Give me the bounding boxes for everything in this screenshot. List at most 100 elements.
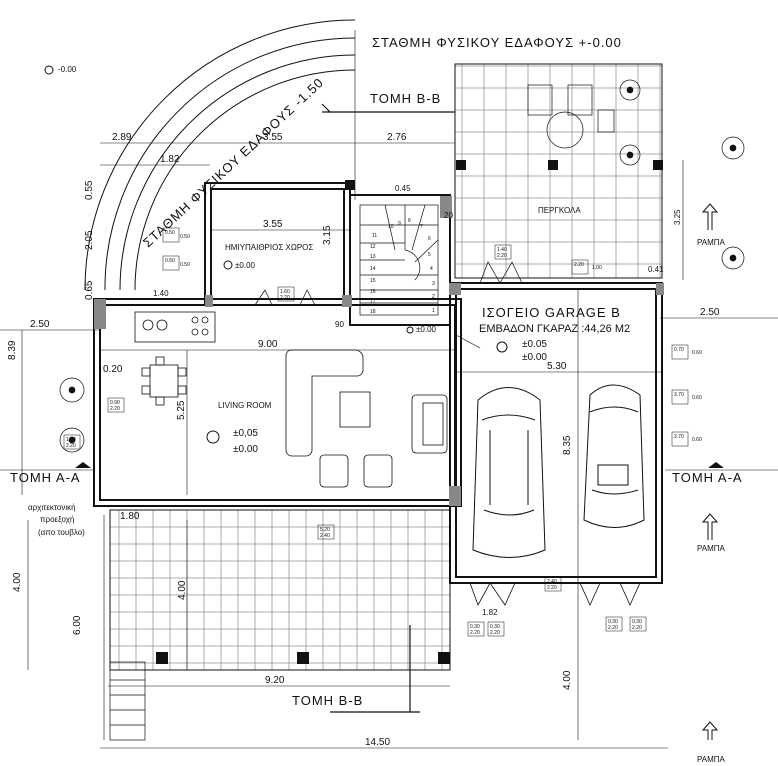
ground-arcs — [84, 19, 356, 291]
dining-table — [141, 356, 187, 406]
dim-text: 1.80 — [120, 511, 140, 522]
level-top-left: -0.00 — [58, 65, 77, 74]
level-markers — [44, 65, 508, 444]
stair-number: 10 — [388, 224, 394, 230]
opening-tag: 0.30 — [608, 619, 618, 625]
dim-text: 3.55 — [263, 219, 283, 230]
stair-number: 2 — [432, 294, 435, 300]
semi-outdoor-label: ΗΜΙΥΠΑΙΘΡΙΟΣ ΧΩΡΟΣ — [225, 243, 313, 252]
stair-number: 17 — [370, 299, 376, 305]
ramp-label-1: ΡΑΜΠΑ — [697, 238, 726, 247]
opening-tag: 2.20 — [110, 406, 120, 412]
dim-text: 0.55 — [84, 180, 95, 200]
section-bb-bottom-label: ΤΟΜΗ Β-Β — [292, 693, 363, 708]
car-left — [472, 387, 546, 558]
dim-text: 9.00 — [258, 339, 278, 350]
opening-tag: 0.50 — [180, 262, 190, 268]
section-aa-left-label: ΤΟΜΗ Α-Α — [10, 470, 81, 485]
doors — [254, 261, 523, 349]
section-arrow-aa-left — [75, 462, 91, 468]
opening-tag: 2.20 — [632, 625, 642, 631]
trees — [59, 79, 745, 453]
dim-text: 3.25 — [673, 209, 682, 225]
architectural-label-3: (απο τουβλο) — [38, 528, 85, 537]
pergola-label: ΠΕΡΓΚΟΛΑ — [538, 206, 581, 215]
stair-numbers: 1 2 3 4 5 6 7 8 9 10 11 12 13 14 15 16 1… — [370, 218, 435, 315]
dim-text: 5.30 — [547, 361, 567, 372]
ramp-label-3: ΡΑΜΠΑ — [697, 755, 726, 764]
house-walls — [93, 182, 663, 584]
dimension-lines — [0, 30, 778, 749]
stair-number: 6 — [428, 236, 431, 242]
architectural-label-2: προεξοχή — [40, 515, 74, 524]
wall-hatch — [94, 196, 664, 506]
sofa-group — [285, 349, 448, 488]
sun-loungers — [527, 84, 615, 133]
car-right — [583, 384, 645, 528]
opening-tag: 2.20 — [574, 262, 584, 268]
dim-text: 1.82 — [160, 154, 180, 165]
level-stair: ±0.00 — [416, 325, 437, 334]
kitchen-counter — [134, 311, 216, 343]
opening-tag: 2.20 — [280, 295, 290, 301]
dim-text: 4.00 — [562, 670, 573, 690]
opening-tag: 0.30 — [632, 619, 642, 625]
opening-tag: 2.20 — [66, 443, 76, 449]
stair-number: 7 — [420, 224, 423, 230]
pergola-tiles — [454, 63, 663, 279]
columns — [156, 160, 663, 664]
opening-tag: 0.50 — [180, 234, 190, 240]
opening-tag: 0.60 — [692, 395, 702, 401]
opening-tag: 2.20 — [547, 585, 557, 591]
stair-number: 13 — [370, 254, 376, 260]
opening-tag: 3.70 — [674, 392, 684, 398]
ramp-arrows — [701, 203, 719, 740]
ramp-label-2: ΡΑΜΠΑ — [697, 544, 726, 553]
dim-text: 4.00 — [177, 580, 188, 600]
opening-tag: 0.90 — [110, 400, 120, 406]
stair-number: 8 — [408, 218, 411, 224]
stair-number: 3 — [432, 281, 435, 287]
dim-text: 8.35 — [562, 435, 573, 455]
garage-title: ΙΣΟΓΕΙΟ GARAGE B — [482, 305, 621, 320]
dim-text: 2.76 — [387, 132, 407, 143]
dim-text: 0.45 — [395, 184, 411, 193]
stair-number: 4 — [430, 266, 433, 272]
living-room-label: LIVING ROOM — [218, 401, 272, 410]
opening-tag: 2.20 — [490, 630, 500, 636]
garage-doors — [469, 582, 641, 606]
dim-text: 90 — [335, 320, 344, 329]
dim-text: 4.00 — [12, 572, 23, 592]
opening-tag: 1.20 — [66, 437, 76, 443]
section-cut-lines — [321, 103, 455, 713]
front-steps — [109, 661, 146, 741]
dim-text: 6.00 — [72, 615, 83, 635]
level-living-2: ±0.00 — [233, 444, 258, 455]
opening-tag: 2.20 — [497, 253, 507, 259]
opening-tag: 0.30 — [470, 624, 480, 630]
section-aa-right-label: ΤΟΜΗ Α-Α — [672, 470, 743, 485]
architectural-label-1: αρχιτεκτονική — [28, 503, 76, 512]
dim-text: 2.89 — [112, 132, 132, 143]
stair-number: 15 — [370, 278, 376, 284]
opening-tag: 0.60 — [692, 437, 702, 443]
opening-tag: 1.60 — [280, 289, 290, 295]
dim-text: 3.55 — [263, 132, 283, 143]
stair-number: 11 — [372, 233, 377, 239]
stair-number: 9 — [398, 221, 401, 227]
opening-tag: 0.50 — [165, 230, 175, 236]
opening-tag: 2.20 — [470, 630, 480, 636]
staircase — [359, 204, 439, 316]
front-terrace-tiles — [109, 509, 451, 671]
dim-text: 20 — [444, 211, 453, 220]
stair-number: 1 — [432, 308, 435, 314]
opening-tag: 3.70 — [674, 434, 684, 440]
dim-text: 9.20 — [265, 675, 285, 686]
dim-text: 0.20 — [103, 364, 123, 375]
opening-tag: 0.70 — [674, 347, 684, 353]
stair-number: 16 — [370, 289, 376, 295]
opening-tag: 5.20 — [320, 527, 330, 533]
dim-text: 2.50 — [700, 307, 720, 318]
section-arrow-aa-right — [708, 462, 724, 468]
